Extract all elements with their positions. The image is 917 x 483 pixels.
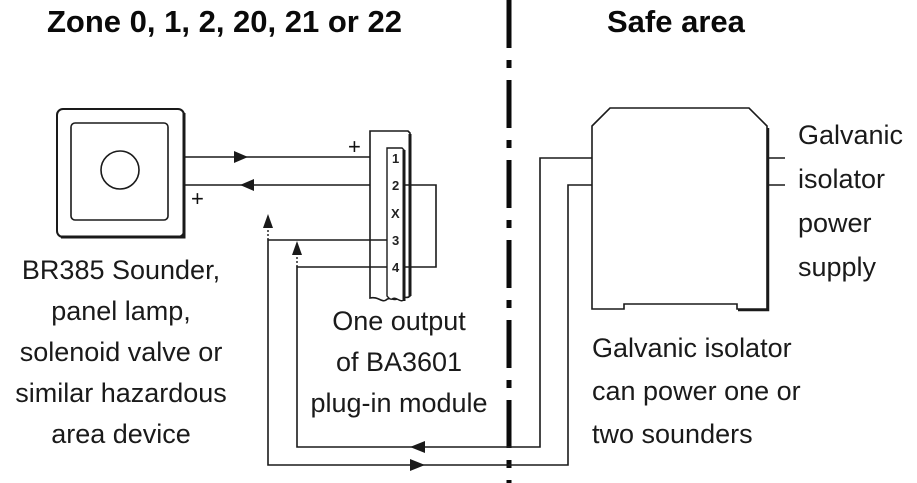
module-label-line: One output [332, 306, 466, 336]
sounder-label-line: similar hazardous [15, 378, 227, 408]
isolator-caption-line: two sounders [592, 419, 753, 449]
arrow-up-terminal-3 [263, 214, 273, 228]
module-label-line: plug-in module [310, 388, 488, 418]
arrow-right-bottom [410, 459, 425, 471]
safe-area-heading: Safe area [607, 4, 745, 39]
arrow-to-module [234, 151, 248, 163]
isolator-power-supply-label: Galvanic isolator power supply [798, 113, 903, 289]
module-plus-sign: + [348, 134, 361, 159]
terminal-4-label: 4 [392, 260, 400, 275]
isolator-caption: Galvanic isolator can power one or two s… [592, 327, 801, 456]
plug-in-module: 1 2 X 3 4 [369, 130, 412, 302]
sounder-label-line: solenoid valve or [19, 337, 223, 367]
terminal-x-label: X [391, 206, 400, 221]
isolator-body [591, 107, 768, 310]
terminal-1-label: 1 [392, 151, 399, 166]
arrow-left-bottom [410, 441, 425, 453]
sounder-label-line: panel lamp, [51, 296, 191, 326]
sounder-label-line: area device [51, 419, 191, 449]
sounder-label: BR385 Sounder, panel lamp, solenoid valv… [0, 250, 242, 455]
isolator-caption-line: Galvanic isolator [592, 333, 792, 363]
power-label-line: supply [798, 252, 877, 282]
hazardous-zone-heading: Zone 0, 1, 2, 20, 21 or 22 [47, 4, 402, 39]
sounder-label-line: BR385 Sounder, [21, 255, 221, 285]
sounder-circle [100, 150, 140, 190]
module-terminal-strip [386, 147, 405, 302]
module-label: One output of BA3601 plug-in module [300, 301, 498, 424]
link-terminal-2-to-4 [404, 184, 437, 268]
module-label-line: of BA3601 [335, 347, 463, 377]
isolator-caption-line: can power one or [592, 376, 801, 406]
terminal-2-label: 2 [392, 178, 399, 193]
power-label-line: isolator [798, 164, 886, 194]
terminal-3-label: 3 [392, 233, 399, 248]
galvanic-isolator [591, 107, 785, 312]
arrow-to-sounder [240, 179, 254, 191]
sounder-device [56, 108, 186, 239]
sounder-plus-sign: + [191, 186, 204, 211]
arrow-up-terminal-4 [292, 241, 302, 255]
power-label-line: power [798, 208, 872, 238]
power-label-line: Galvanic [798, 120, 904, 150]
